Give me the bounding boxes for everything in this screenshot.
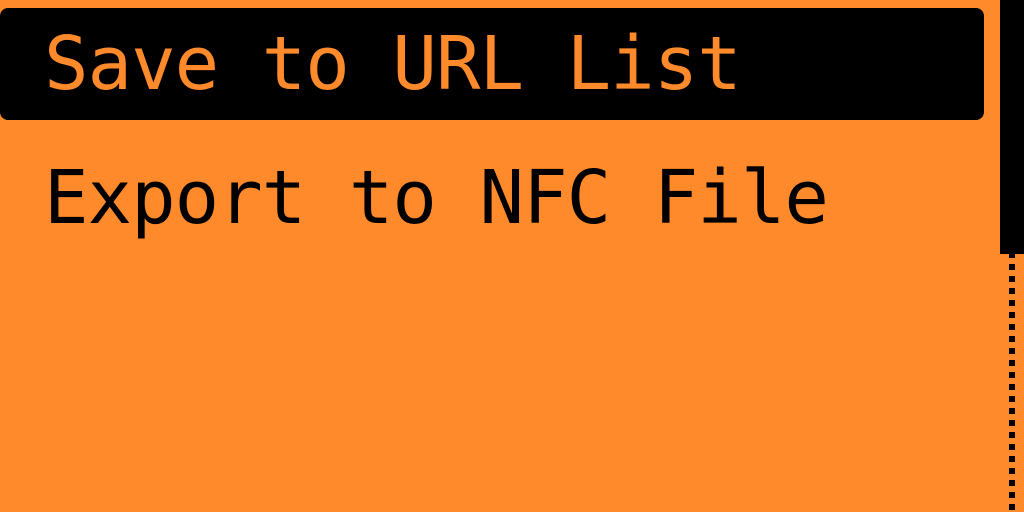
- menu-item-label: Export to NFC File: [44, 155, 829, 241]
- menu-item-label: Save to URL List: [44, 21, 742, 107]
- scrollbar-track: [1009, 0, 1015, 512]
- scrollbar[interactable]: [1000, 0, 1024, 512]
- menu-list: Save to URL List Export to NFC File: [0, 8, 988, 254]
- scrollbar-thumb[interactable]: [1000, 0, 1024, 254]
- menu-item-save-to-url-list[interactable]: Save to URL List: [0, 8, 984, 120]
- menu-item-export-to-nfc-file[interactable]: Export to NFC File: [0, 142, 988, 254]
